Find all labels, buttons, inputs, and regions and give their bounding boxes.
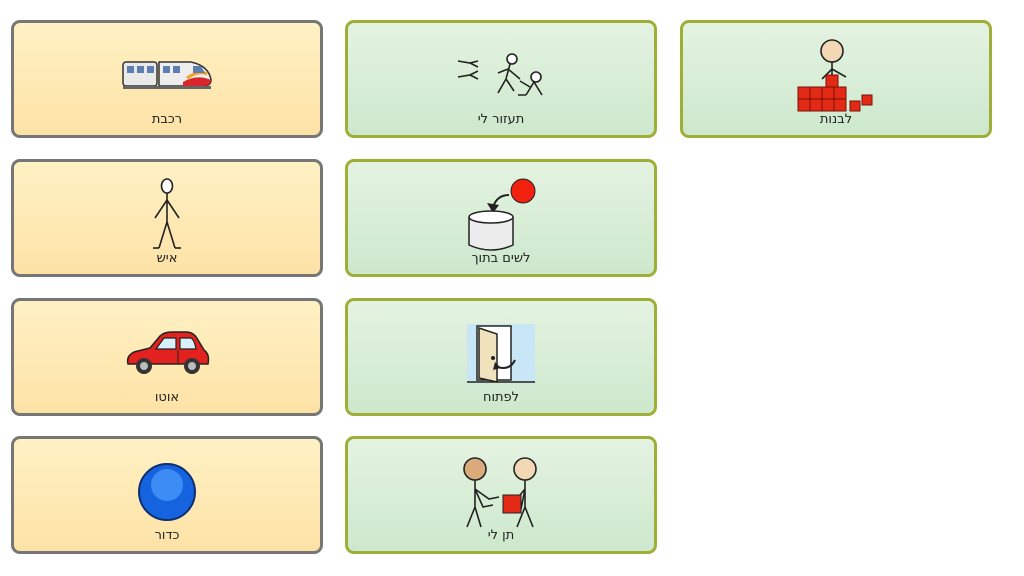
- tile-open[interactable]: לפתוח: [345, 298, 657, 416]
- open-door-icon: [348, 315, 654, 393]
- tile-label: לשים בתוך: [471, 251, 531, 266]
- car-icon: [14, 315, 320, 393]
- train-icon: [14, 37, 320, 115]
- tile-man[interactable]: איש: [11, 159, 323, 277]
- help-icon: [348, 37, 654, 115]
- tile-label: כדור: [154, 528, 180, 543]
- tile-train[interactable]: רכבת: [11, 20, 323, 138]
- man-icon: [14, 176, 320, 254]
- put-in-icon: [348, 176, 654, 254]
- tile-give-me[interactable]: תן לי: [345, 436, 657, 554]
- tile-label: רכבת: [151, 112, 183, 127]
- build-blocks-icon: [683, 37, 989, 115]
- tile-help-me[interactable]: תעזור לי: [345, 20, 657, 138]
- tile-label: לבנות: [819, 112, 853, 127]
- tile-car[interactable]: אוטו: [11, 298, 323, 416]
- tile-label: איש: [156, 251, 178, 266]
- tile-label: אוטו: [154, 390, 180, 405]
- ball-icon: [14, 453, 320, 531]
- tile-label: לפתוח: [482, 390, 520, 405]
- tile-build[interactable]: לבנות: [680, 20, 992, 138]
- tile-label: תעזור לי: [477, 112, 525, 127]
- give-icon: [348, 453, 654, 531]
- tile-put-in[interactable]: לשים בתוך: [345, 159, 657, 277]
- tile-ball[interactable]: כדור: [11, 436, 323, 554]
- tile-label: תן לי: [487, 528, 515, 543]
